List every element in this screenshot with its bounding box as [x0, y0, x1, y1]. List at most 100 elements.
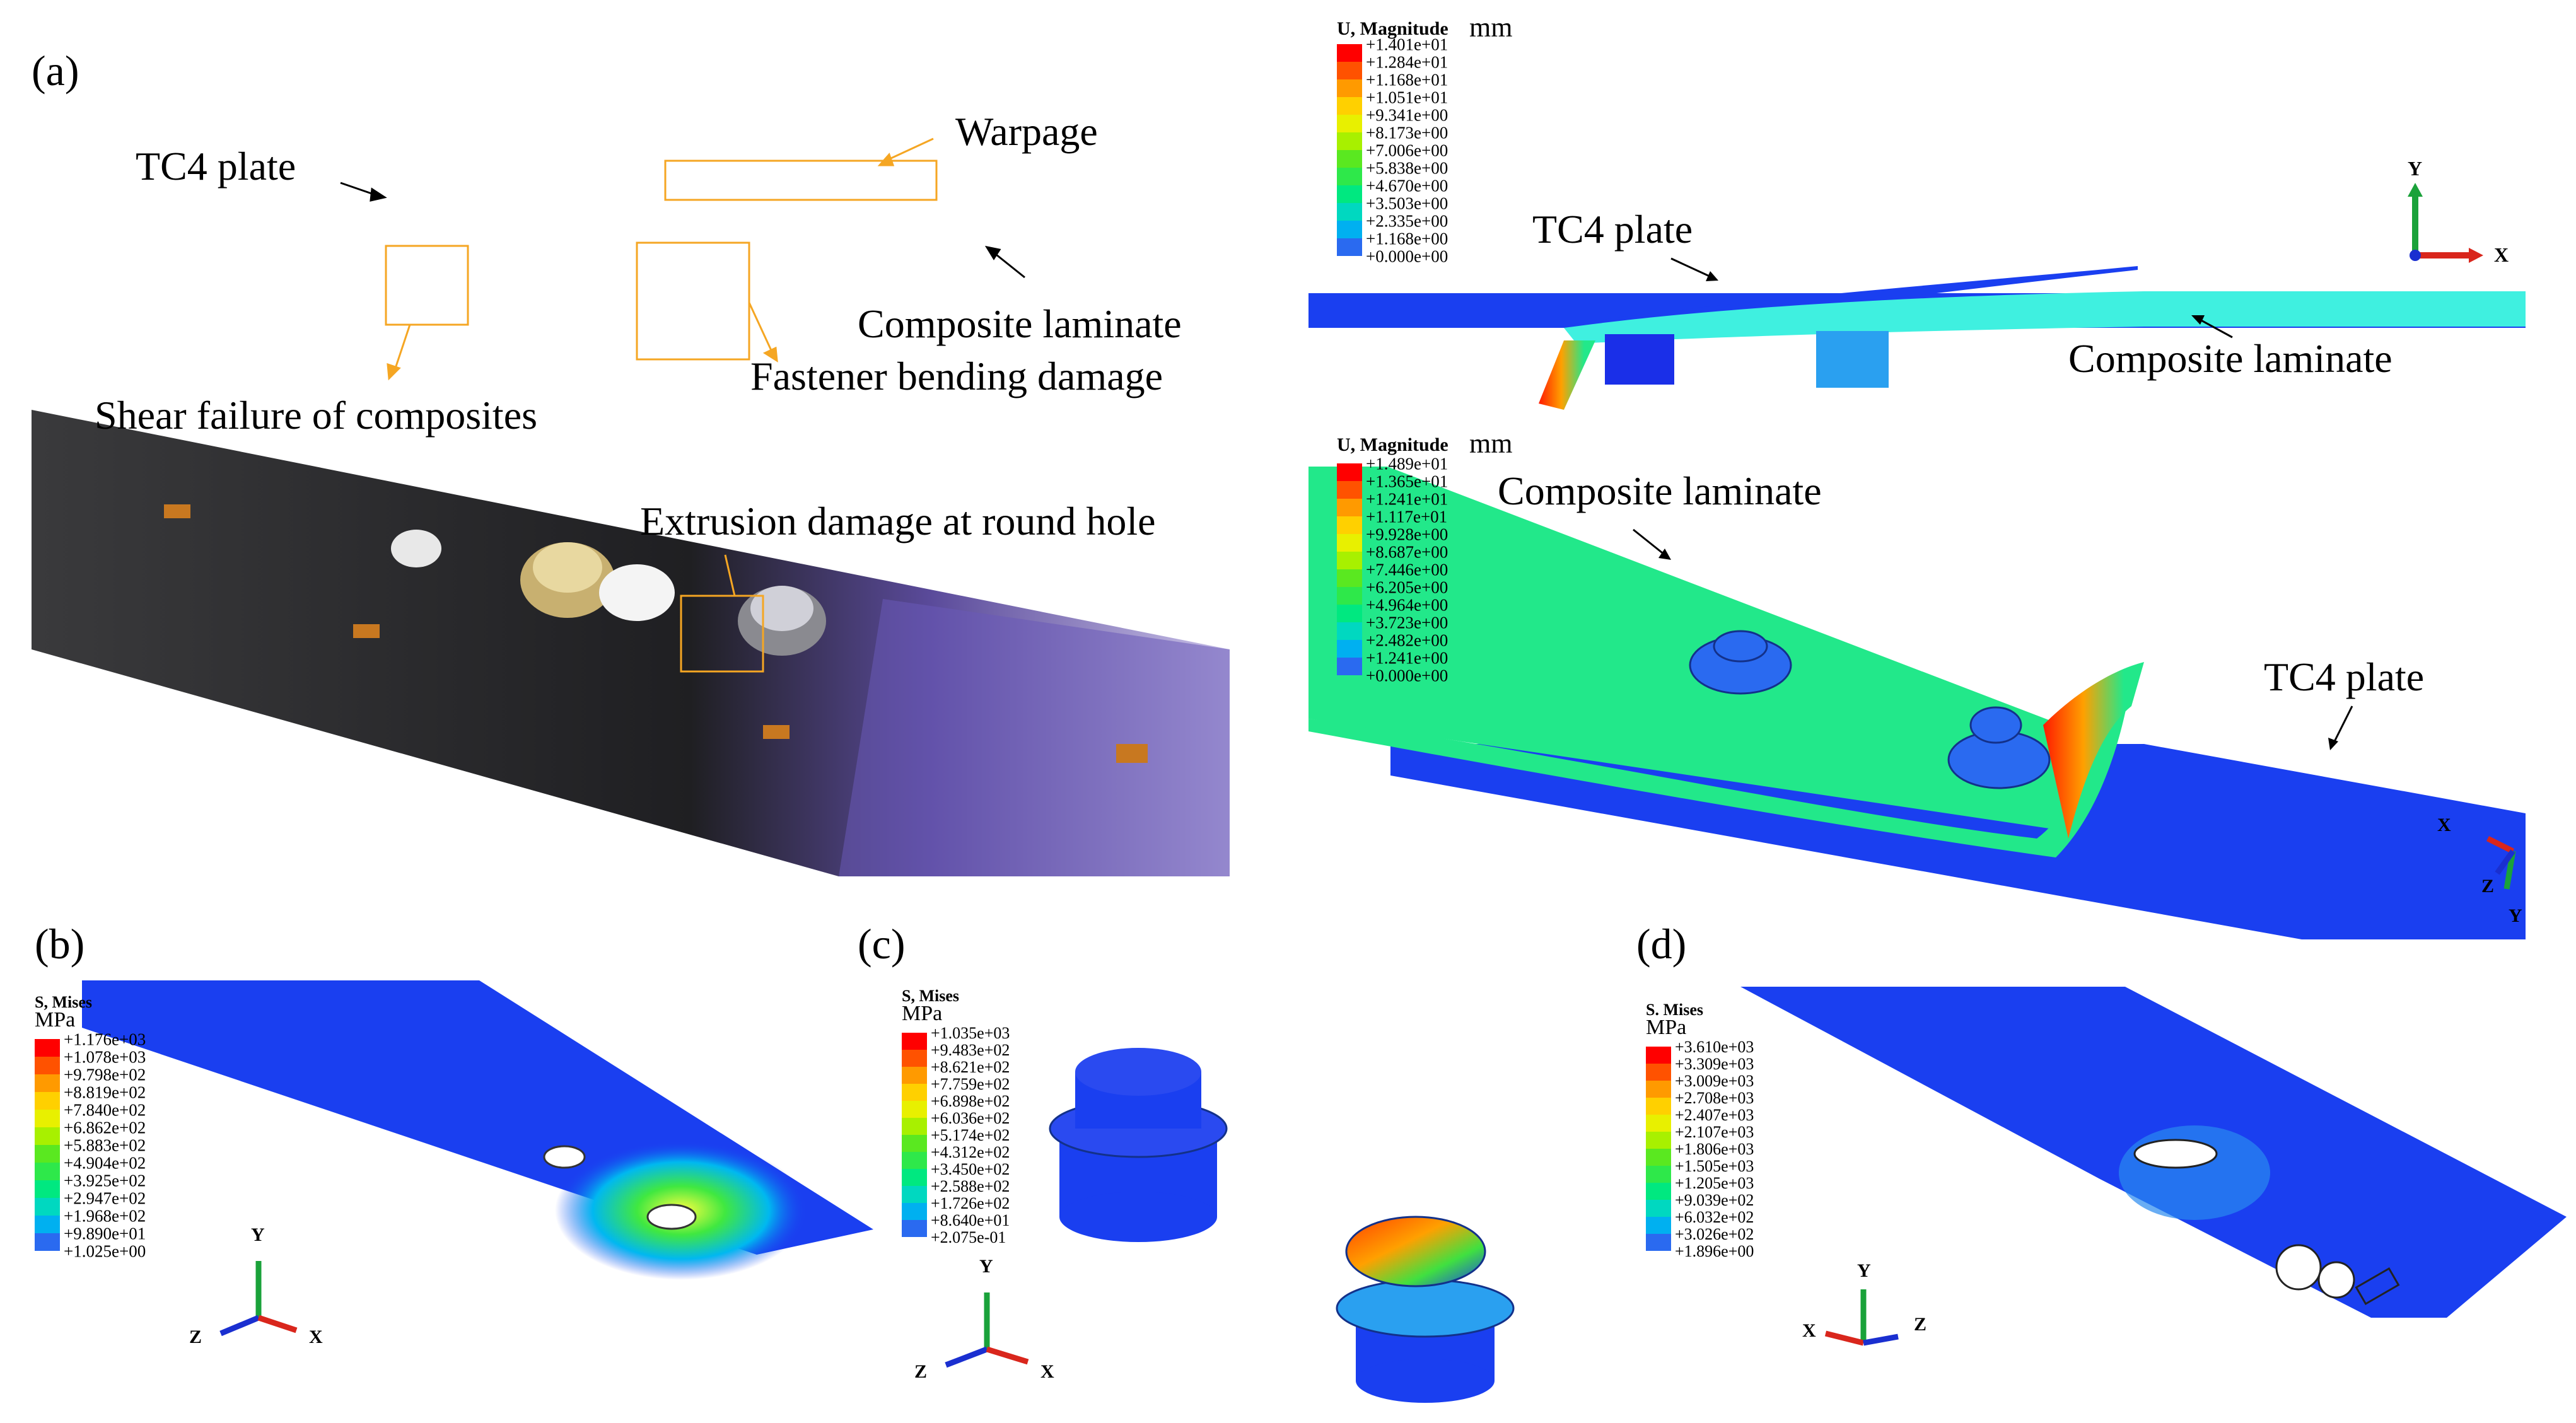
triad-d-x-label: X — [1802, 1320, 1816, 1341]
legend-b-title: S, Mises — [35, 993, 92, 1011]
legend-side-unit: mm — [1469, 12, 1512, 43]
legend-swatch — [1646, 1234, 1671, 1251]
legend-value: +8.640e+01 — [931, 1211, 1010, 1229]
legend-swatch — [1646, 1200, 1671, 1217]
legend-value: +2.335e+00 — [1366, 211, 1448, 230]
legend-swatch — [902, 1050, 927, 1067]
legend-c-swatches — [902, 1033, 927, 1237]
fe-iso-composite-arrow — [1633, 528, 1665, 556]
label-composite-laminate: Composite laminate — [858, 301, 1182, 346]
label-fastener-bending: Fastener bending damage — [750, 354, 1163, 398]
triad-b-x-axis — [257, 1315, 298, 1333]
triad-c-z-axis — [945, 1346, 988, 1368]
legend-swatch — [1646, 1047, 1671, 1064]
legend-side-title: U, Magnitude — [1337, 18, 1448, 39]
photo-fastener-1-top — [533, 542, 602, 593]
triad-b-x-label: X — [309, 1327, 323, 1347]
legend-swatch — [35, 1092, 60, 1110]
fe-iso-composite-base — [1308, 467, 2131, 857]
triad-side-x-head — [2469, 248, 2483, 263]
legend-value: +8.173e+00 — [1366, 123, 1448, 142]
fe-d-tab — [2355, 1267, 2400, 1306]
legend-swatch — [35, 1074, 60, 1092]
label-tc4-plate: TC4 plate — [136, 144, 296, 189]
legend-swatch — [35, 1110, 60, 1127]
legend-value: +1.284e+01 — [1366, 52, 1448, 71]
legend-d-values: +3.610e+03+3.309e+03+3.009e+03+2.708e+03… — [1675, 1038, 1754, 1260]
box-shear — [385, 245, 469, 326]
legend-value: +1.968e+02 — [64, 1206, 146, 1225]
arrow-composite — [993, 251, 1025, 279]
fe-side-tc4-label: TC4 plate — [1532, 207, 1693, 252]
legend-swatch — [1337, 640, 1362, 658]
legend-swatch — [1646, 1081, 1671, 1098]
legend-swatch — [1337, 203, 1362, 221]
fe-d-hole-1 — [2133, 1139, 2218, 1169]
triad-d-z-label: Z — [1914, 1314, 1926, 1335]
legend-swatch — [35, 1180, 60, 1198]
legend-value: +1.078e+03 — [64, 1047, 146, 1066]
legend-value: +1.205e+03 — [1675, 1174, 1754, 1192]
fe-iso-composite-label: Composite laminate — [1498, 468, 1822, 513]
legend-iso-unit: mm — [1469, 428, 1512, 459]
legend-value: +0.000e+00 — [1366, 247, 1448, 265]
legend-value: +6.862e+02 — [64, 1118, 146, 1137]
legend-value: +3.450e+02 — [931, 1160, 1010, 1178]
legend-swatch — [1337, 221, 1362, 238]
legend-d: S. Mises MPa +3.610e+03+3.309e+03+3.009e… — [1646, 1001, 1754, 1260]
arrow-shear — [393, 324, 411, 373]
fe-side-composite-label: Composite laminate — [2068, 336, 2392, 381]
legend-value: +6.032e+02 — [1675, 1208, 1754, 1226]
legend-value: +3.309e+03 — [1675, 1055, 1754, 1073]
legend-swatch — [1337, 79, 1362, 97]
triad-iso-y-label: Y — [2509, 905, 2522, 926]
legend-value: +9.341e+00 — [1366, 105, 1448, 124]
legend-value: +8.819e+02 — [64, 1083, 146, 1101]
legend-value: +2.482e+00 — [1366, 630, 1448, 649]
legend-value: +9.890e+01 — [64, 1224, 146, 1243]
legend-swatch — [1337, 605, 1362, 622]
photo-specimen — [32, 410, 1230, 876]
triad-side-x-label: X — [2494, 243, 2509, 266]
fe-iso-fastener-1-top — [1713, 630, 1768, 663]
legend-value: +1.489e+01 — [1366, 454, 1448, 473]
fe-side-fastener-2 — [1816, 331, 1889, 388]
legend-swatch — [1337, 238, 1362, 256]
photo-annotation-arrows — [387, 137, 934, 596]
legend-value: +1.806e+03 — [1675, 1140, 1754, 1158]
legend-swatch — [902, 1101, 927, 1118]
fe-iso-composite-arrow-head — [1658, 549, 1671, 560]
photo-annotation-boxes — [385, 160, 938, 673]
legend-swatch — [1337, 97, 1362, 115]
legend-swatch — [35, 1039, 60, 1057]
photo-gauge-1 — [164, 504, 190, 518]
legend-value: +3.925e+02 — [64, 1171, 146, 1190]
triad-iso-x-label: X — [2437, 815, 2451, 835]
legend-c-unit: MPa — [902, 1002, 942, 1025]
legend-b: S, Mises MPa +1.176e+03+1.078e+03+9.798e… — [35, 993, 146, 1260]
fe-b-hole-2 — [646, 1204, 697, 1230]
arrow-fastener — [748, 302, 774, 354]
legend-swatch — [902, 1152, 927, 1169]
legend-swatch — [1646, 1064, 1671, 1081]
fe-c-fastener-2-base — [1356, 1359, 1495, 1403]
legend-value: +9.928e+00 — [1366, 525, 1448, 543]
legend-swatch — [902, 1203, 927, 1220]
legend-swatch — [1337, 150, 1362, 168]
photo-black-arrows — [340, 182, 1025, 279]
legend-swatch — [35, 1127, 60, 1145]
legend-value: +5.883e+02 — [64, 1135, 146, 1154]
legend-value: +1.117e+01 — [1366, 507, 1447, 526]
triad-iso-x-axis — [2486, 835, 2515, 854]
legend-d-unit: MPa — [1646, 1016, 1686, 1039]
legend-value: +8.687e+00 — [1366, 542, 1448, 561]
legend-swatch — [35, 1198, 60, 1216]
triad-c-z-label: Z — [914, 1361, 927, 1382]
legend-swatch — [902, 1084, 927, 1101]
legend-value: +9.483e+02 — [931, 1041, 1010, 1059]
triad-c-y-label: Y — [979, 1256, 993, 1277]
fe-c-fastener-2-flange — [1336, 1279, 1515, 1338]
triad-iso-z-label: Z — [2481, 876, 2494, 897]
legend-c-values: +1.035e+03+9.483e+02+8.621e+02+7.759e+02… — [931, 1024, 1010, 1246]
legend-swatch — [1337, 132, 1362, 150]
